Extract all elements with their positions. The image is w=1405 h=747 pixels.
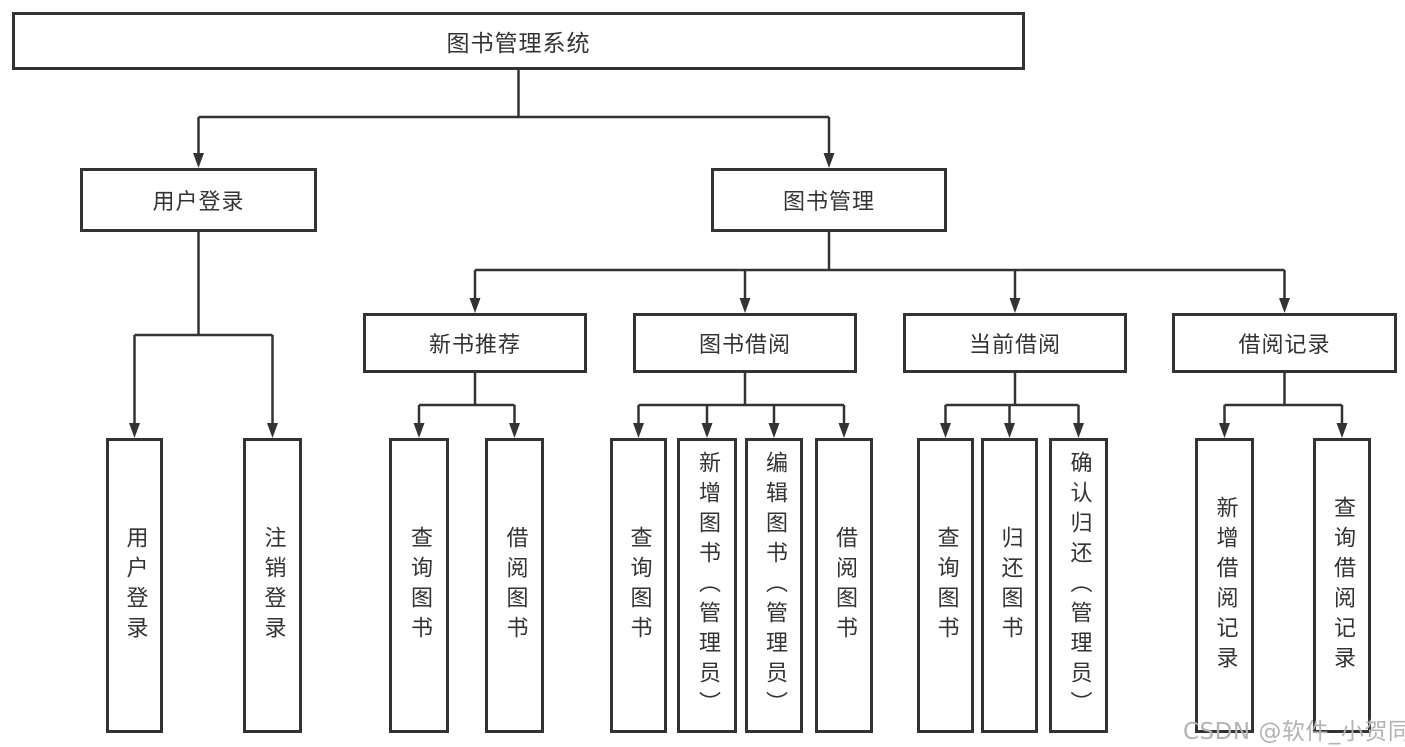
arrowhead (701, 423, 713, 438)
arrowhead (1219, 423, 1230, 438)
arrowhead (1279, 298, 1290, 313)
node-label: 当前借阅 (968, 333, 1061, 358)
node-label: 图书管理 (782, 190, 875, 215)
connector-user-login-branch (133, 232, 274, 423)
leaf-borrow-books-recommend: 借阅图书 (485, 438, 544, 733)
node-label: 借阅图书 (502, 525, 528, 646)
leaf-user-login: 用户登录 (106, 438, 163, 733)
node-label: 编辑图书（管理员） (762, 450, 787, 721)
node-label: 查询图书 (407, 525, 432, 646)
connector-new-book-branch (417, 373, 516, 423)
leaf-add-borrow-record: 新增借阅记录 (1195, 438, 1254, 733)
leaf-query-borrow-record: 查询借阅记录 (1313, 438, 1371, 733)
arrowhead (1009, 298, 1021, 313)
connector-book-borrow-branch (637, 373, 846, 423)
arrowhead (1336, 423, 1348, 438)
node-label: 借阅图书 (832, 525, 857, 646)
arrowhead (469, 298, 481, 313)
arrowhead (633, 423, 644, 438)
node-label: 新书推荐 (428, 333, 521, 358)
leaf-edit-books-admin: 编辑图书（管理员） (745, 438, 803, 733)
leaf-confirm-return-admin: 确认归还（管理员） (1049, 438, 1108, 733)
node-label: 用户登录 (152, 190, 245, 215)
node-user-login: 用户登录 (80, 168, 317, 232)
arrowhead (267, 423, 278, 438)
node-label: 查询图书 (626, 525, 652, 646)
node-book-management: 图书管理 (711, 168, 947, 232)
node-label: 新增图书（管理员） (695, 450, 720, 721)
connector-book-mgmt-branch (473, 232, 1286, 298)
connector-lines (133, 70, 1344, 423)
node-borrowing-records: 借阅记录 (1172, 313, 1397, 373)
arrowheads (129, 153, 1348, 438)
arrowhead (838, 423, 850, 438)
arrowhead (129, 423, 140, 438)
arrowhead (940, 423, 951, 438)
arrowhead (509, 423, 520, 438)
node-label: 图书借阅 (698, 333, 791, 358)
node-label: 借阅记录 (1238, 333, 1331, 358)
arrowhead (823, 153, 835, 168)
csdn-watermark: CSDN @软件_小贺同学 (1183, 719, 1405, 745)
connector-root-to-level2 (197, 70, 831, 153)
arrowhead (768, 423, 780, 438)
node-label: 确认归还（管理员） (1066, 450, 1092, 721)
node-label: 归还图书 (997, 525, 1023, 646)
leaf-return-books: 归还图书 (981, 438, 1038, 733)
node-label: 用户登录 (122, 525, 148, 646)
connector-current-borrow-branch (944, 373, 1080, 423)
node-label: 新增借阅记录 (1212, 495, 1238, 676)
node-root-system: 图书管理系统 (12, 12, 1025, 70)
node-label: 注销登录 (260, 525, 286, 646)
node-book-borrowing: 图书借阅 (633, 313, 857, 373)
arrowhead (413, 423, 425, 438)
node-label: 查询借阅记录 (1330, 495, 1355, 676)
node-label: 查询图书 (933, 525, 959, 646)
leaf-borrow-books: 借阅图书 (815, 438, 873, 733)
node-new-book-recommend: 新书推荐 (363, 313, 587, 373)
arrowhead (739, 298, 751, 313)
node-current-borrowing: 当前借阅 (903, 313, 1127, 373)
leaf-logout: 注销登录 (243, 438, 302, 733)
leaf-query-books-recommend: 查询图书 (389, 438, 449, 733)
arrowhead (193, 153, 204, 168)
leaf-query-books-current: 查询图书 (917, 438, 974, 733)
leaf-add-books-admin: 新增图书（管理员） (677, 438, 737, 733)
leaf-query-books-borrowing: 查询图书 (610, 438, 667, 733)
connector-borrow-record-branch (1223, 373, 1344, 423)
arrowhead (1073, 423, 1084, 438)
arrowhead (1004, 423, 1015, 438)
node-label: 图书管理系统 (446, 31, 591, 57)
